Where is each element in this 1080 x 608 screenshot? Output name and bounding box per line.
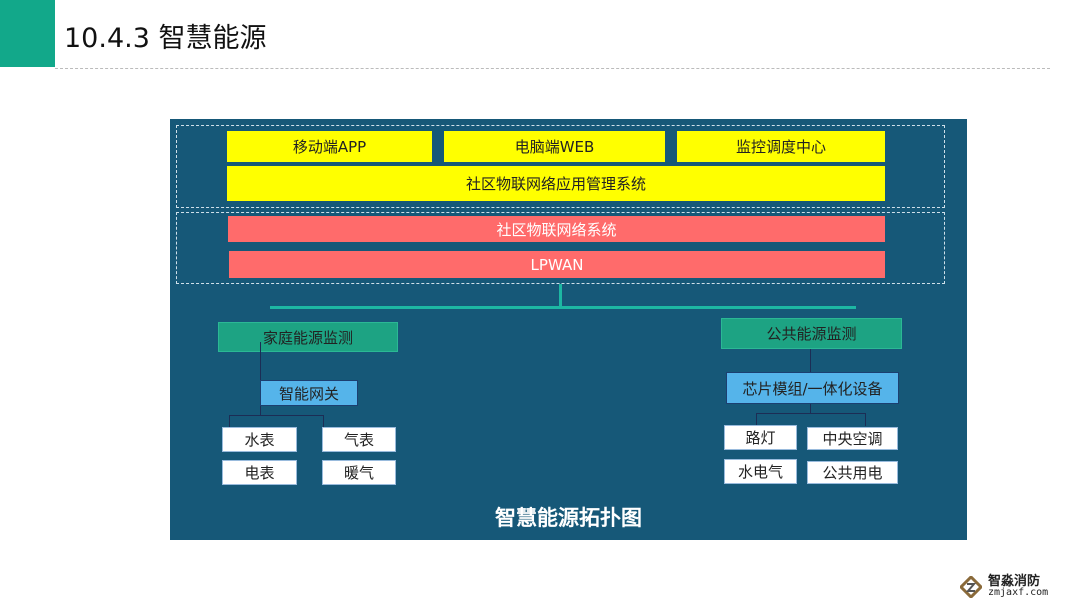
branch-line [260,406,261,416]
device-box: 中央空调 [807,427,898,450]
branch-arrow [323,415,324,427]
arrow-up-line [260,342,261,380]
network-layer-group [176,212,945,284]
branch-arrow [229,415,230,427]
header-accent [0,0,55,67]
arrow-up-line [810,349,811,372]
device-box: 水表 [222,427,297,452]
branch-line [810,404,811,414]
diagram-caption: 智慧能源拓扑图 [495,506,642,530]
app-system-box: 社区物联网络应用管理系统 [227,166,885,201]
app-layer-group [176,125,945,208]
header-divider [55,68,1050,69]
connector-vertical [559,284,562,308]
home-monitor-box: 家庭能源监测 [218,322,398,352]
logo-icon [960,576,982,598]
branch-arrow [865,413,866,426]
network-system-box: 社区物联网络系统 [228,216,885,242]
mobile-app-box: 移动端APP [227,131,432,162]
device-box: 暖气 [322,460,396,485]
device-box: 气表 [322,427,396,452]
device-box: 公共用电 [807,461,898,484]
chip-module-box: 芯片模组/一体化设备 [726,372,899,404]
branch-line [229,415,324,416]
device-box: 电表 [222,460,297,485]
connector-horizontal [270,306,856,309]
device-box: 水电气 [724,459,797,484]
public-monitor-box: 公共能源监测 [721,318,902,349]
device-box: 路灯 [724,425,797,450]
logo-name: 智淼消防 [988,574,1041,589]
web-box: 电脑端WEB [444,131,665,162]
logo-url: zmjaxf.com [988,587,1049,598]
branch-arrow [756,413,757,425]
monitor-center-box: 监控调度中心 [677,131,885,162]
lpwan-box: LPWAN [229,251,885,278]
brand-logo: 智淼消防 zmjaxf.com [960,570,1080,600]
page-title: 10.4.3 智慧能源 [64,23,267,54]
branch-line [756,413,866,414]
smart-gateway-box: 智能网关 [260,380,358,406]
